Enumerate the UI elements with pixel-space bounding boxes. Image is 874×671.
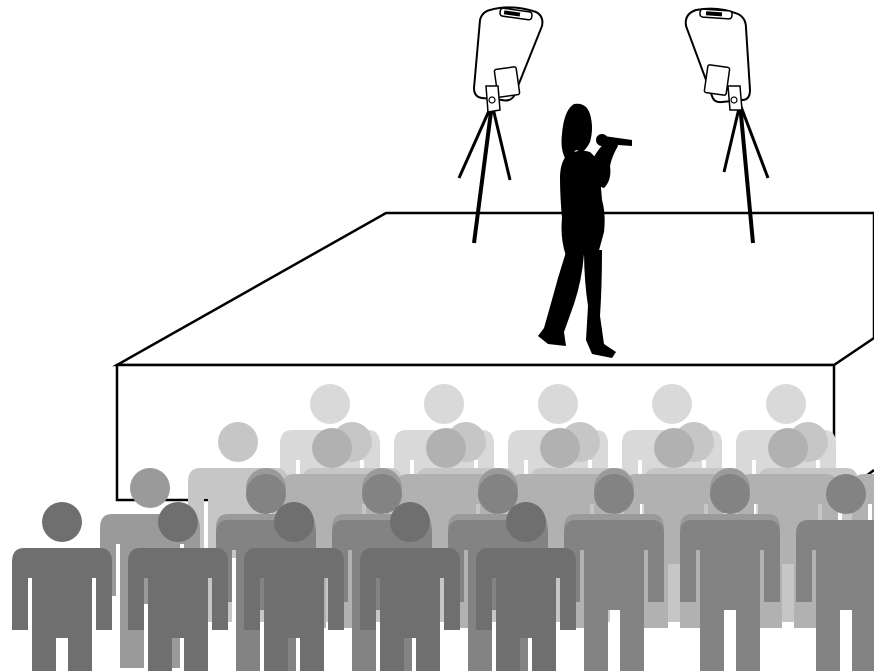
audience-person-icon: [12, 502, 112, 671]
pa-speaker-icon: [474, 7, 542, 112]
right-speaker: [686, 9, 768, 243]
left-speaker: [459, 7, 542, 243]
pa-speaker-icon: [686, 9, 750, 110]
stage-top: [117, 213, 874, 365]
